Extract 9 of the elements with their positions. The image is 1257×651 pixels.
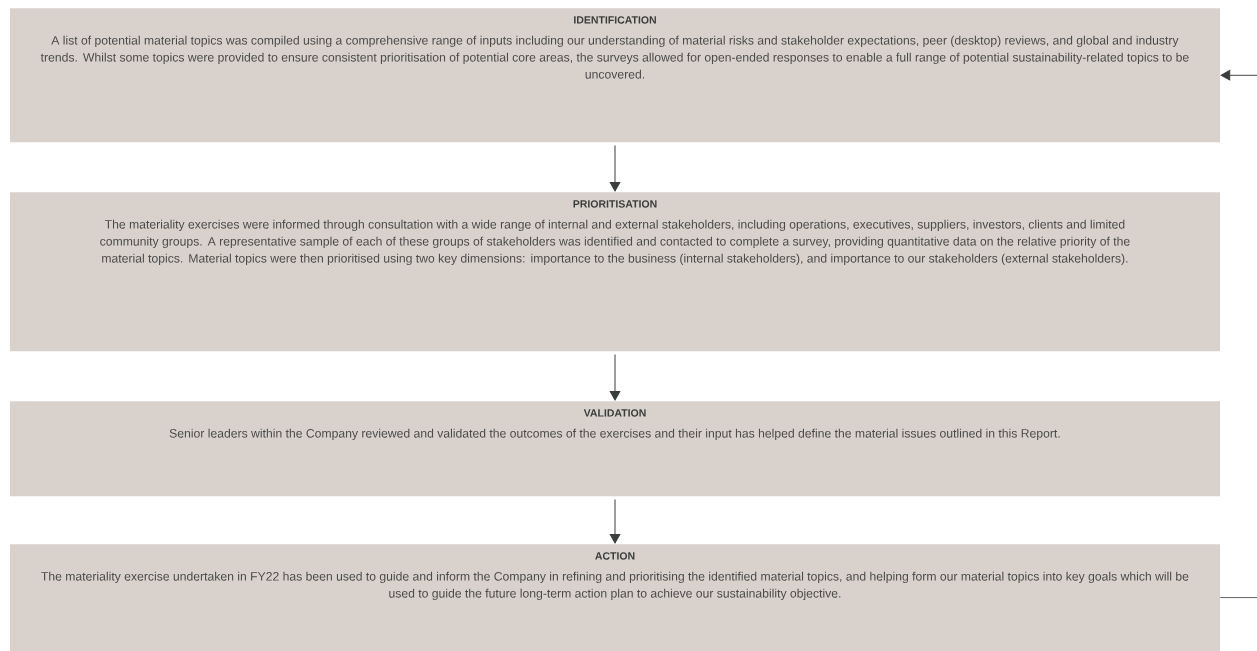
arrow (1220, 69, 1257, 81)
process-box: VALIDATION Senior leaders within the Company reviewed and validated the outcomes of the exercises and their input has helped define the material issues outlined in this Report. (10, 401, 1220, 497)
arrow (609, 144, 621, 192)
process-box: IDENTIFICATION A list of potential material topics was compiled using a comprehensive range of inputs including our understanding of material risks and stakeholder expectations, peer (desktop) reviews, and global and industry trends. Whilst some topics were provided to ensure consistent prioritisation of potential core areas, the surveys allowed for open-ended responses to enable a full range of potential sustainability-related topics to be uncovered. (10, 8, 1220, 143)
process-box: PRIORITISATION The materiality exercises were informed through consultation with a wide range of internal and external stakeholders, including operations, executives, suppliers, investors, clients and limited community groups. A representative sample of each of these groups of stakeholders was identified and contacted to complete a survey, providing quantitative data on the relative priority of the material topics. Material topics were then prioritised using two key dimensions: importance to the business (internal stakeholders), and importance to our stakeholders (external stakeholders). (10, 192, 1220, 352)
arrow (609, 353, 621, 401)
process-box: ACTION The materiality exercise undertaken in FY22 has been used to guide and inform the Company in refining and prioritising the identified material topics, and helping form our material topics into key goals which will be used to guide the future long-term action plan to achieve our sustainability objective. (10, 544, 1220, 651)
connector-line (1219, 597, 1257, 599)
arrow (609, 498, 621, 544)
